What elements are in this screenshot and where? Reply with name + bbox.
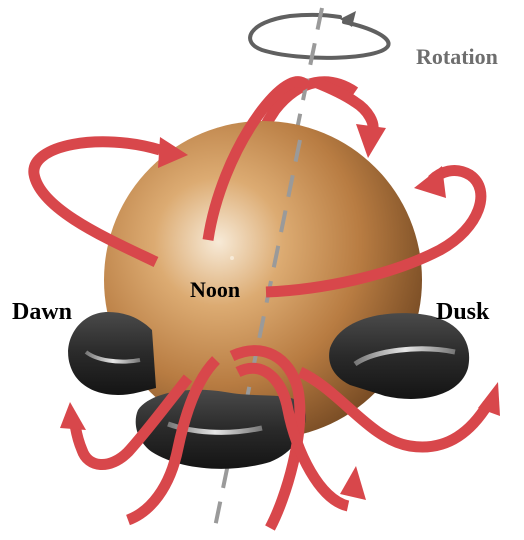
arrow-head-lower-left (60, 402, 86, 430)
noon-label: Noon (190, 277, 240, 303)
belt-lower (136, 390, 306, 469)
field-line-top-hook (315, 82, 373, 132)
arrow-head-lower-center (340, 466, 366, 500)
noon-point (230, 256, 234, 260)
arrow-head-top-hook (356, 124, 386, 158)
belt-dawn (68, 312, 156, 395)
dusk-label: Dusk (436, 299, 489, 326)
dawn-label: Dawn (12, 299, 72, 326)
rotation-label: Rotation (416, 44, 498, 70)
arrow-head-noon-right (414, 166, 446, 198)
